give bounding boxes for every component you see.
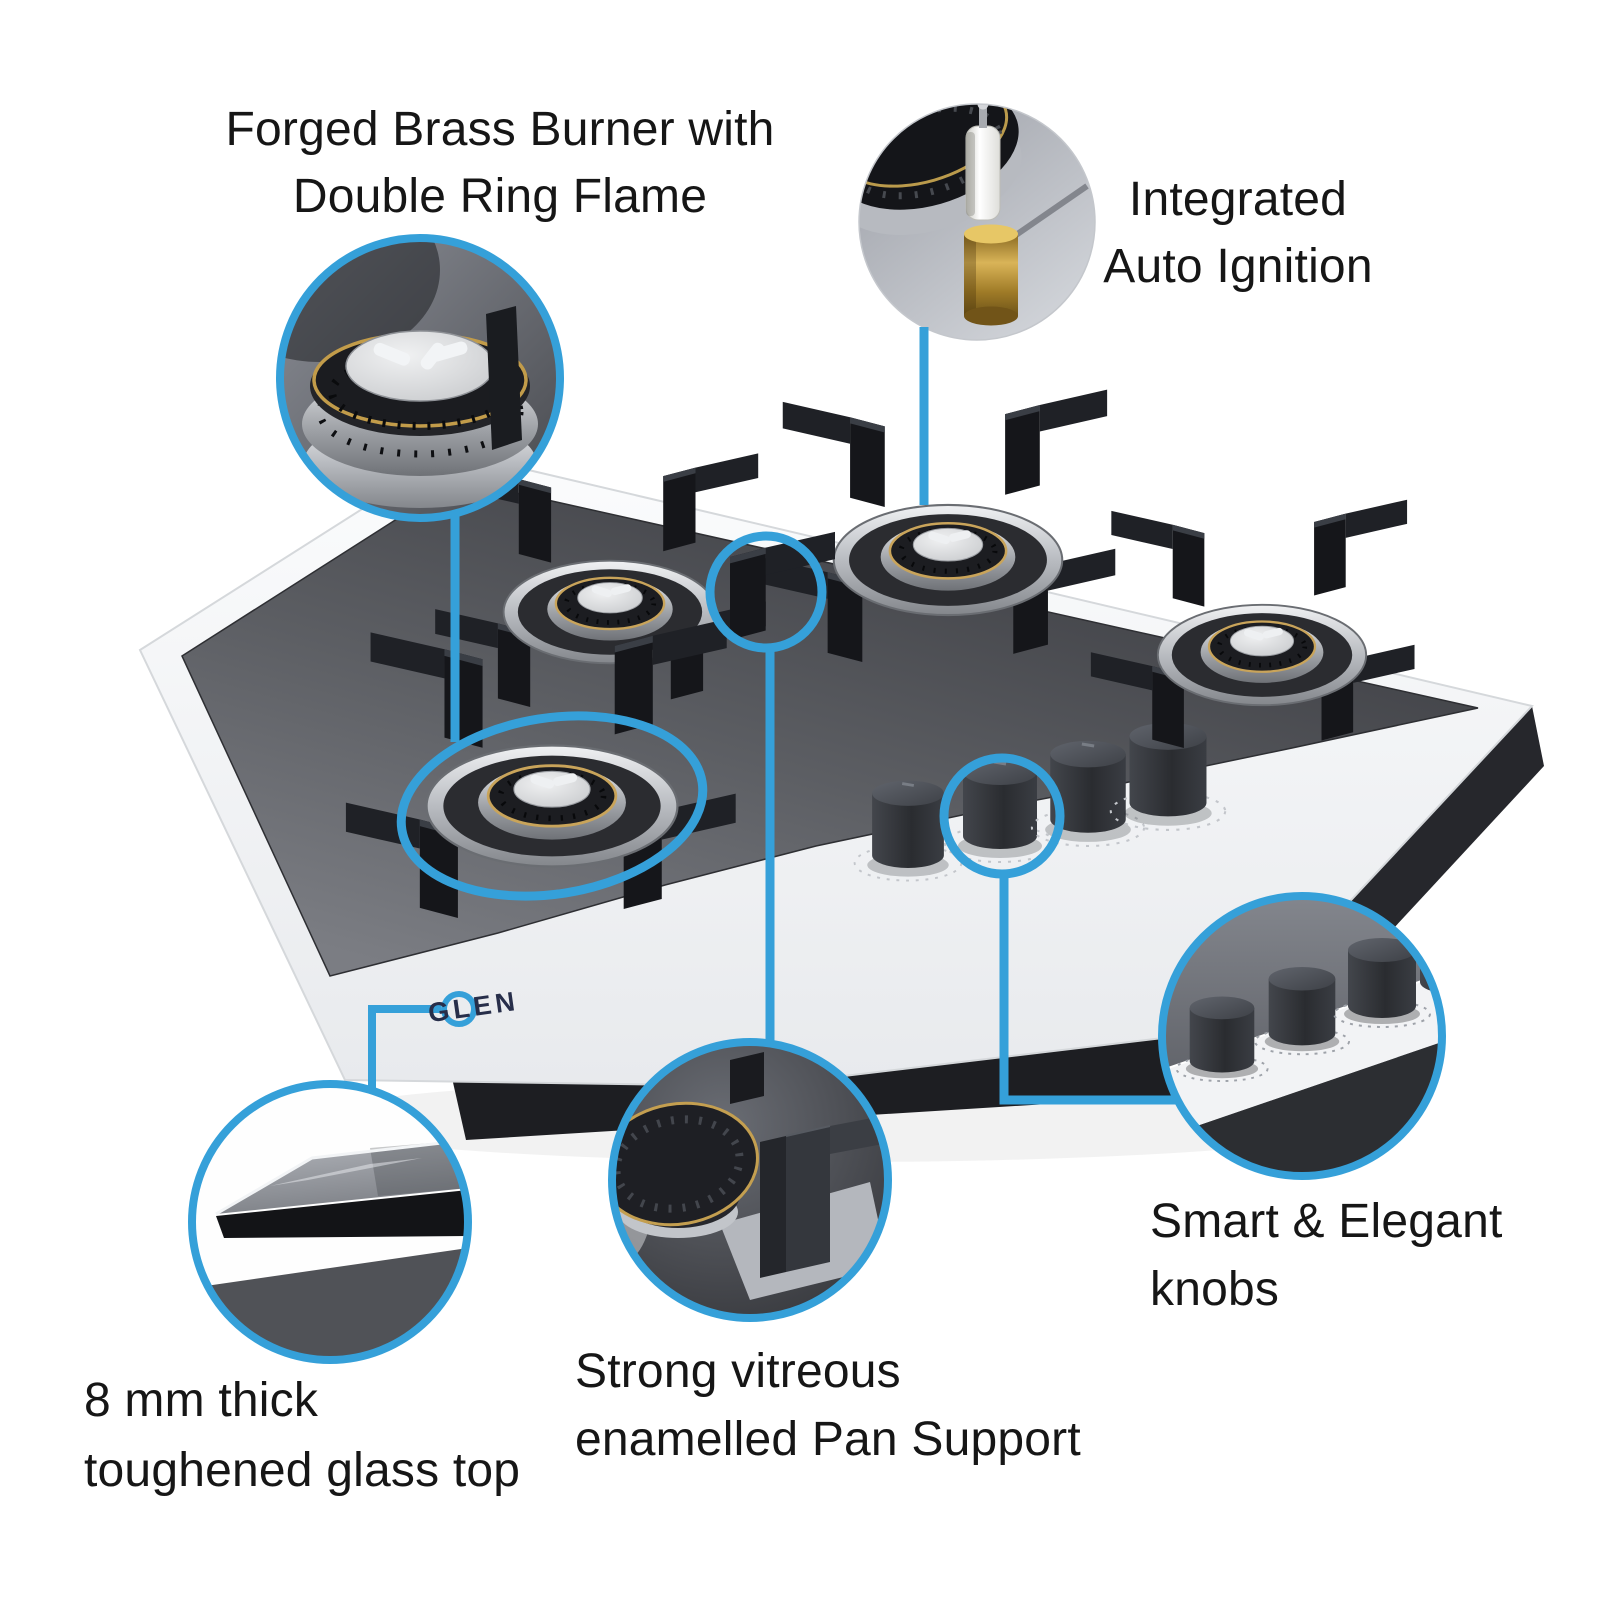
callout-circle-pan-inset — [608, 1038, 892, 1322]
callout-label-knobs: Smart & Elegant knobs — [1150, 1188, 1580, 1324]
callout-label-glass-line1: 8 mm thick — [84, 1374, 319, 1427]
callout-label-ignition: Integrated Auto Ignition — [1068, 166, 1408, 300]
callout-label-knobs-line1: Smart & Elegant — [1150, 1195, 1503, 1248]
callout-circle-burner-inset — [276, 234, 564, 522]
callout-label-glass-line2: toughened glass top — [84, 1444, 521, 1497]
callout-label-burner-line1: Forged Brass Burner with — [225, 103, 775, 156]
inset-glass-edge-closeup — [192, 1084, 468, 1360]
inset-pan-support-closeup — [612, 1042, 888, 1318]
callout-circle-glass-inset — [188, 1080, 472, 1364]
ignition-brass-base — [964, 224, 1018, 326]
callout-label-burner-line2: Double Ring Flame — [292, 170, 708, 223]
inset-knob — [1333, 938, 1431, 1028]
inset-ignition-border — [858, 103, 1096, 341]
callout-ring-glass-logo — [441, 991, 477, 1027]
callout-label-pan-line2: enamelled Pan Support — [575, 1413, 1081, 1466]
callout-label-ignition-line1: Integrated — [1128, 173, 1348, 226]
inset-ignition-closeup — [859, 104, 1095, 340]
callout-label-knobs-line2: knobs — [1150, 1263, 1280, 1316]
callout-line-knobs — [999, 874, 1177, 1105]
inset-knob — [1253, 967, 1351, 1056]
ignition-ceramic-tip — [965, 104, 1001, 221]
callout-circle-knobs-inset — [1158, 892, 1446, 1180]
callout-label-burner: Forged Brass Burner with Double Ring Fla… — [170, 96, 830, 230]
callout-label-pan-line1: Strong vitreous — [575, 1345, 901, 1398]
callout-label-ignition-line2: Auto Ignition — [1103, 240, 1373, 293]
callout-ellipse-front-burner — [396, 711, 708, 901]
callout-label-glass: 8 mm thick toughened glass top — [84, 1366, 644, 1506]
callout-annotations — [188, 234, 1446, 1364]
callout-line-glass — [368, 1005, 441, 1090]
inset-knob — [1175, 996, 1269, 1083]
callout-label-pan-support: Strong vitreous enamelled Pan Support — [575, 1338, 1175, 1474]
